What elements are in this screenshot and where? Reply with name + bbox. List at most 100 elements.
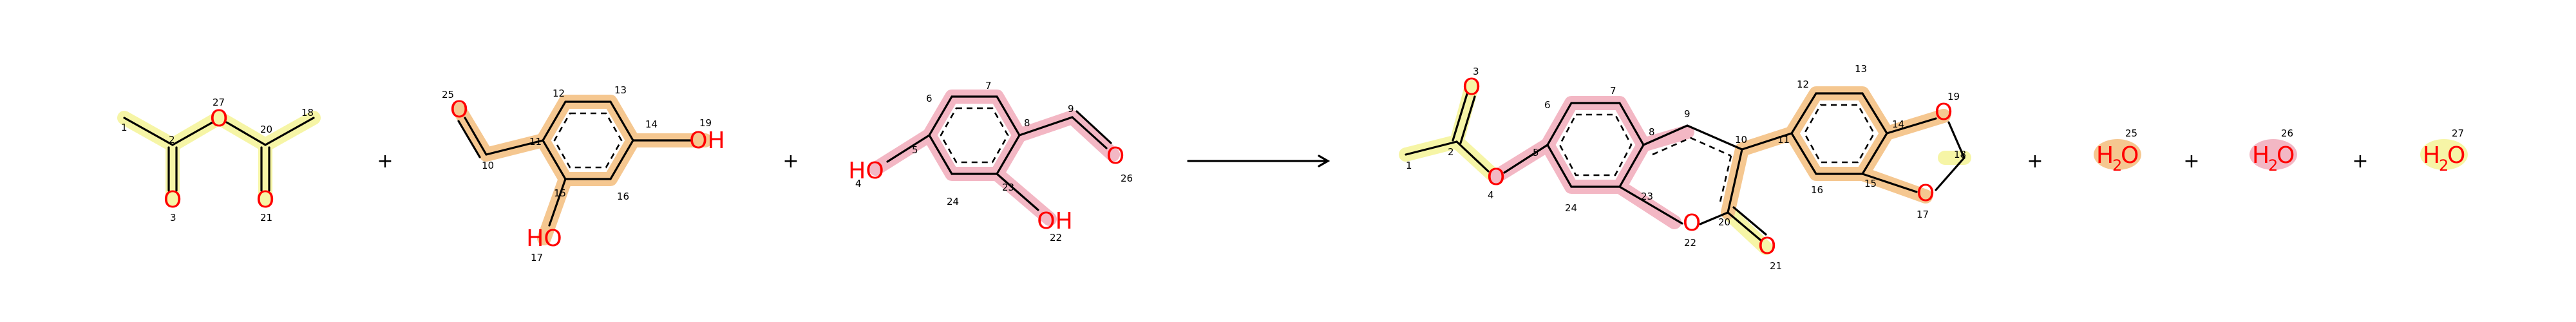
atom-hydroxyl: OH xyxy=(689,128,724,154)
atom-index: 22 xyxy=(1684,237,1696,249)
atom-index: 3 xyxy=(1473,66,1479,77)
atom-oxygen: O xyxy=(450,97,468,123)
atom-index: 11 xyxy=(529,136,542,147)
atom-hydroxyl: HO xyxy=(526,225,562,252)
bond xyxy=(1947,121,1965,159)
atom-index: 22 xyxy=(1050,232,1062,243)
water-molecule: H 2 O 26 xyxy=(2249,128,2297,175)
atom-index: 21 xyxy=(260,212,272,223)
bond xyxy=(1071,116,1108,149)
atom-oxygen: O xyxy=(210,106,228,132)
atom-index: 27 xyxy=(213,97,225,108)
bond xyxy=(1503,144,1549,174)
atom-index: 5 xyxy=(1533,147,1539,158)
atom-index: 10 xyxy=(1735,134,1747,146)
atom-index: 25 xyxy=(442,89,454,100)
atom-index: 15 xyxy=(554,187,566,199)
highlight-acetyl xyxy=(1450,80,1479,149)
atom-index: 1 xyxy=(121,122,128,133)
atom-index: 5 xyxy=(912,144,918,156)
bond xyxy=(464,117,488,156)
highlight-ring xyxy=(1540,96,1651,194)
highlight-ring xyxy=(1785,86,1894,181)
bond xyxy=(1727,211,1762,242)
atom-index: 15 xyxy=(1864,178,1877,189)
reactant-dihydroxybenzaldehyde: O OH HO 25 10 11 12 13 14 19 15 16 17 xyxy=(442,84,725,263)
bond xyxy=(1618,185,1683,225)
bond xyxy=(1727,148,1743,214)
water-molecule: H 2 O 25 xyxy=(2094,128,2141,175)
water-h: H xyxy=(2252,142,2269,169)
bond xyxy=(1886,117,1937,135)
highlight-path xyxy=(452,102,550,162)
bond xyxy=(1018,116,1074,137)
plus-sign: + xyxy=(377,150,393,173)
water-h: H xyxy=(2423,142,2440,169)
bond-aromatic xyxy=(1652,137,1691,156)
bond xyxy=(1452,93,1468,142)
atom-index: 2 xyxy=(1448,146,1454,158)
atom-index: 8 xyxy=(1024,117,1030,129)
atom-hydroxyl: OH xyxy=(1037,208,1072,234)
bond-aromatic xyxy=(1718,155,1732,205)
bond xyxy=(548,178,567,227)
atom-index: 16 xyxy=(1811,184,1823,196)
atom-index: 12 xyxy=(553,88,565,99)
water-subscript: 2 xyxy=(2112,156,2122,175)
atom-index: 17 xyxy=(531,252,543,263)
reactant-acetic-anhydride: O O O 1 2 3 27 20 21 18 xyxy=(117,97,321,223)
atom-index: 24 xyxy=(1565,202,1577,214)
atom-index: 18 xyxy=(301,107,314,118)
plus-sign: + xyxy=(2183,150,2199,173)
reactant-dihydroxybenzaldehyde-2: HO O OH 6 7 8 9 26 5 4 24 23 22 xyxy=(848,80,1133,243)
bond xyxy=(1459,95,1476,144)
reaction-arrow xyxy=(1187,155,1331,167)
atom-index: 21 xyxy=(1770,260,1782,272)
bond xyxy=(264,117,315,146)
bond xyxy=(1075,110,1112,144)
water-o: O xyxy=(2277,142,2295,169)
atom-index: 2 xyxy=(169,134,175,146)
atom-oxygen: O xyxy=(1463,74,1481,100)
water-highlight xyxy=(2249,139,2297,170)
atom-index: 3 xyxy=(170,212,176,223)
atom-index: 10 xyxy=(482,160,494,171)
atom-index: 19 xyxy=(699,117,712,129)
atom-index: 14 xyxy=(1892,118,1904,130)
water-subscript: 2 xyxy=(2268,156,2278,175)
atom-index: 26 xyxy=(2281,128,2293,139)
water-highlight xyxy=(2420,139,2468,170)
atom-index: 9 xyxy=(1068,103,1074,115)
highlight-dihydroxybenzaldehyde xyxy=(452,95,712,245)
atom-index: 7 xyxy=(985,80,992,91)
atom-index: 4 xyxy=(855,178,862,189)
atom-index: 19 xyxy=(1947,91,1960,102)
atom-index: 6 xyxy=(926,93,933,104)
atom-index: 14 xyxy=(645,118,658,130)
bond-aromatic xyxy=(1690,137,1732,157)
water-o: O xyxy=(2121,142,2139,169)
plus-sign: + xyxy=(782,150,799,173)
atom-oxygen: O xyxy=(1935,99,1953,126)
atom-hydroxyl: HO xyxy=(848,158,884,184)
atom-index: 26 xyxy=(1121,173,1133,184)
bond xyxy=(1935,156,1965,191)
water-highlight xyxy=(2094,139,2141,170)
atom-oxygen: O xyxy=(1487,164,1505,191)
bond xyxy=(225,121,267,146)
atom-index: 7 xyxy=(1610,85,1616,97)
bond xyxy=(1642,124,1689,146)
atom-index: 12 xyxy=(1797,79,1809,90)
atom-oxygen: O xyxy=(1758,233,1776,260)
atom-index: 11 xyxy=(1777,134,1790,146)
bond xyxy=(123,117,174,146)
aromatic-circle xyxy=(940,107,1009,164)
bond xyxy=(1861,173,1918,193)
aromatic-circle xyxy=(1803,104,1875,164)
atom-index: 8 xyxy=(1649,126,1655,138)
atom-oxygen: O xyxy=(164,187,182,213)
bond xyxy=(996,173,1039,211)
product-coumarin: O O O O O O 3 2 1 4 5 6 7 8 9 10 11 12 1… xyxy=(1399,63,1971,272)
plus-sign: + xyxy=(2352,150,2368,173)
